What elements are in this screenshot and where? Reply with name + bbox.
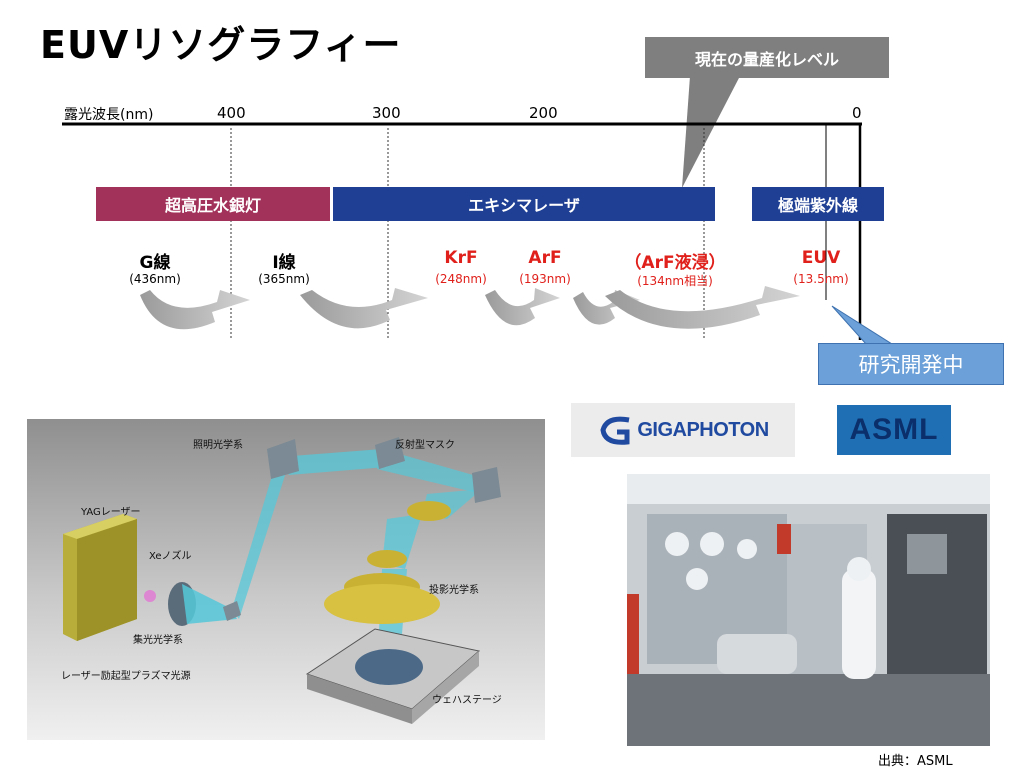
gigaphoton-mark-icon xyxy=(600,416,630,445)
wl-euv-value: (13.5nm) xyxy=(793,272,849,286)
gigaphoton-logo: GIGAPHOTON xyxy=(571,403,795,457)
band-mercury-lamp: 超高圧水銀灯 xyxy=(96,187,330,221)
source-credit: 出典：ASML xyxy=(878,754,953,769)
label-projection-optics: 投影光学系 xyxy=(429,585,479,596)
wl-euv: EUV xyxy=(801,248,841,268)
tick-0: 0 xyxy=(852,104,862,122)
asml-text: ASML xyxy=(849,413,939,446)
tick-400: 400 xyxy=(217,104,246,122)
timeline-graphic xyxy=(62,122,862,340)
wl-g-line-value: (436nm) xyxy=(129,272,181,286)
label-collector-optics: 集光光学系 xyxy=(133,635,183,646)
label-xe-nozzle: Xeノズル xyxy=(149,551,192,562)
wl-i-line-value: (365nm) xyxy=(258,272,310,286)
band-euv: 極端紫外線 xyxy=(752,187,884,221)
arrow-g-to-i xyxy=(140,290,250,330)
tick-300: 300 xyxy=(372,104,401,122)
gigaphoton-text: GIGAPHOTON xyxy=(637,418,769,441)
arrow-i-to-krf xyxy=(300,288,428,329)
wl-arf-immersion-value: (134nm相当) xyxy=(637,274,713,288)
euv-machine-photo xyxy=(627,474,990,746)
wl-i-line: I線 xyxy=(272,253,296,273)
asml-logo: ASML xyxy=(837,405,951,455)
machine-photo-graphic xyxy=(627,474,990,746)
research-callout: 研究開発中 xyxy=(818,343,1004,385)
axis-label: 露光波長(nm) xyxy=(64,107,154,123)
wl-arf: ArF xyxy=(528,248,562,268)
label-wafer-stage: ウェハステージ xyxy=(432,695,502,706)
arrow-immersion-to-euv xyxy=(605,286,800,329)
arrow-krf-to-arf xyxy=(485,288,560,326)
wl-krf-value: (248nm) xyxy=(435,272,487,286)
progression-arrows xyxy=(140,286,800,330)
wl-krf: KrF xyxy=(444,248,478,268)
callout-pointer-research xyxy=(831,305,894,345)
band-excimer-laser: エキシマレーザ xyxy=(333,187,715,221)
diagram-graphic xyxy=(63,437,501,724)
label-illumination-optics: 照明光学系 xyxy=(193,440,243,451)
label-lpp-source: レーザー励起型プラズマ光源 xyxy=(61,671,191,682)
wl-arf-immersion: （ArF液浸） xyxy=(624,253,726,273)
slide-title: EUVリソグラフィー xyxy=(40,23,402,67)
tick-200: 200 xyxy=(529,104,558,122)
label-reflective-mask: 反射型マスク xyxy=(395,440,455,451)
label-yag-laser: YAGレーザー xyxy=(81,507,141,518)
callout-pointer-top xyxy=(682,76,740,188)
wl-g-line: G線 xyxy=(139,253,171,273)
wl-arf-value: (193nm) xyxy=(519,272,571,286)
euv-system-diagram: YAGレーザー 照明光学系 反射型マスク Xeノズル 投影光学系 集光光学系 レ… xyxy=(27,419,545,740)
mass-production-callout: 現在の量産化レベル xyxy=(645,37,889,78)
